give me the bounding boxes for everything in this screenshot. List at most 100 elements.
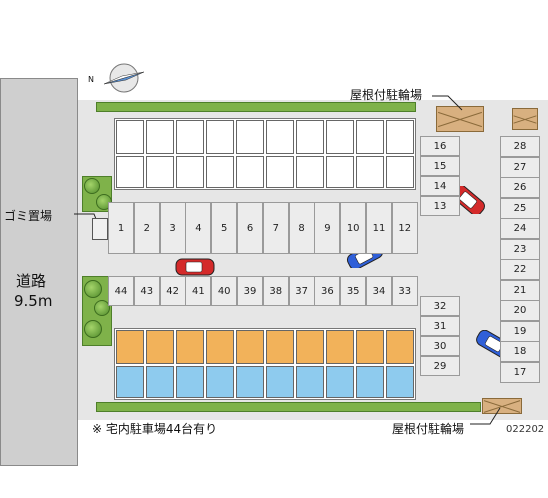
apartment-unit <box>386 156 414 188</box>
apartment-unit <box>206 330 234 364</box>
apartment-unit <box>116 330 144 364</box>
apartment-unit <box>356 366 384 398</box>
parking-stall: 32 <box>420 296 460 316</box>
apartment-unit <box>356 330 384 364</box>
parking-stall: 40 <box>211 276 238 306</box>
roofed-bike-label-bottom: 屋根付駐輪場 <box>392 422 465 436</box>
apartment-unit <box>326 156 354 188</box>
apartment-unit <box>356 156 384 188</box>
apartment-unit <box>146 156 174 188</box>
parking-stall: 9 <box>314 202 341 254</box>
apartment-unit <box>296 156 324 188</box>
parking-stall: 6 <box>237 202 263 254</box>
parking-stall: 22 <box>500 259 540 280</box>
roofed-bike-parking-top <box>436 106 484 132</box>
bottom-hedge <box>96 402 481 412</box>
apartment-unit <box>236 156 264 188</box>
apartment-unit <box>386 330 414 364</box>
main-road <box>0 78 78 466</box>
apartment-unit <box>146 330 174 364</box>
apartment-unit <box>326 330 354 364</box>
parking-stall: 43 <box>133 276 160 306</box>
parking-stall: 20 <box>500 300 540 321</box>
parking-stall: 18 <box>500 341 540 362</box>
parking-stall: 39 <box>237 276 263 306</box>
apartment-unit <box>116 156 144 188</box>
apartment-unit <box>206 366 234 398</box>
parking-stall: 27 <box>500 156 540 178</box>
map-code: 022202 <box>506 424 545 435</box>
parking-stall: 12 <box>391 202 418 254</box>
tree <box>84 320 102 338</box>
top-hedge <box>96 102 416 112</box>
apartment-unit <box>176 366 204 398</box>
parking-stall: 31 <box>420 316 460 336</box>
garbage-area <box>92 218 108 240</box>
parking-stall: 5 <box>211 202 238 254</box>
apartment-unit <box>296 330 324 364</box>
apartment-unit <box>326 120 354 154</box>
parking-stall: 36 <box>314 276 341 306</box>
apartment-unit <box>176 156 204 188</box>
apartment-unit <box>386 366 414 398</box>
apartment-unit <box>296 366 324 398</box>
compass-icon <box>103 63 145 93</box>
compass-north-label: N <box>88 75 94 84</box>
parking-stall: 14 <box>420 176 460 196</box>
apartment-unit <box>116 366 144 398</box>
parking-stall: 35 <box>340 276 367 306</box>
apartment-unit <box>236 330 264 364</box>
apartment-unit <box>356 120 384 154</box>
parking-stall: 15 <box>420 156 460 176</box>
apartment-unit <box>386 120 414 154</box>
apartment-unit <box>176 120 204 154</box>
footnote: ※ 宅内駐車場44台有り <box>92 422 218 436</box>
apartment-unit <box>266 366 294 398</box>
parking-stall: 19 <box>500 320 540 342</box>
parking-stall: 23 <box>500 238 540 260</box>
parking-stall: 38 <box>262 276 289 306</box>
roofed-bike-parking-corner <box>512 108 538 130</box>
apartment-unit <box>326 366 354 398</box>
parking-stall: 10 <box>340 202 367 254</box>
parking-stall: 21 <box>500 279 540 301</box>
roofed-bike-parking-bottom <box>482 398 522 414</box>
parking-stall: 16 <box>420 136 460 156</box>
apartment-unit <box>236 366 264 398</box>
parking-stall: 7 <box>262 202 289 254</box>
apartment-unit <box>266 156 294 188</box>
road-width-label: 9.5m <box>14 292 53 310</box>
apartment-unit <box>236 120 264 154</box>
apartment-unit <box>206 156 234 188</box>
parking-stall: 42 <box>159 276 186 306</box>
parking-stall: 29 <box>420 356 460 376</box>
tree <box>94 300 110 316</box>
parking-stall: 28 <box>500 136 540 157</box>
parking-stall: 25 <box>500 197 540 219</box>
apartment-unit <box>296 120 324 154</box>
parking-stall: 8 <box>288 202 315 254</box>
apartment-unit <box>116 120 144 154</box>
tree <box>84 178 100 194</box>
parking-stall: 30 <box>420 336 460 356</box>
parking-stall: 34 <box>366 276 392 306</box>
apartment-unit <box>206 120 234 154</box>
apartment-unit <box>266 330 294 364</box>
garbage-label: ゴミ置場 <box>4 209 53 223</box>
tree <box>84 280 102 298</box>
apartment-unit <box>146 120 174 154</box>
parking-stall: 24 <box>500 218 540 239</box>
car-red-center <box>175 258 215 276</box>
parking-stall: 44 <box>108 276 134 306</box>
parking-stall: 17 <box>500 361 540 383</box>
parking-stall: 3 <box>159 202 186 254</box>
apartment-unit <box>146 366 174 398</box>
roofed-bike-label-top: 屋根付駐輪場 <box>350 88 423 102</box>
parking-stall: 11 <box>366 202 392 254</box>
parking-stall: 4 <box>185 202 212 254</box>
apartment-unit <box>176 330 204 364</box>
road-name-label: 道路 <box>16 272 47 290</box>
parking-stall: 13 <box>420 196 460 216</box>
parking-stall: 26 <box>500 177 540 198</box>
apartment-unit <box>266 120 294 154</box>
